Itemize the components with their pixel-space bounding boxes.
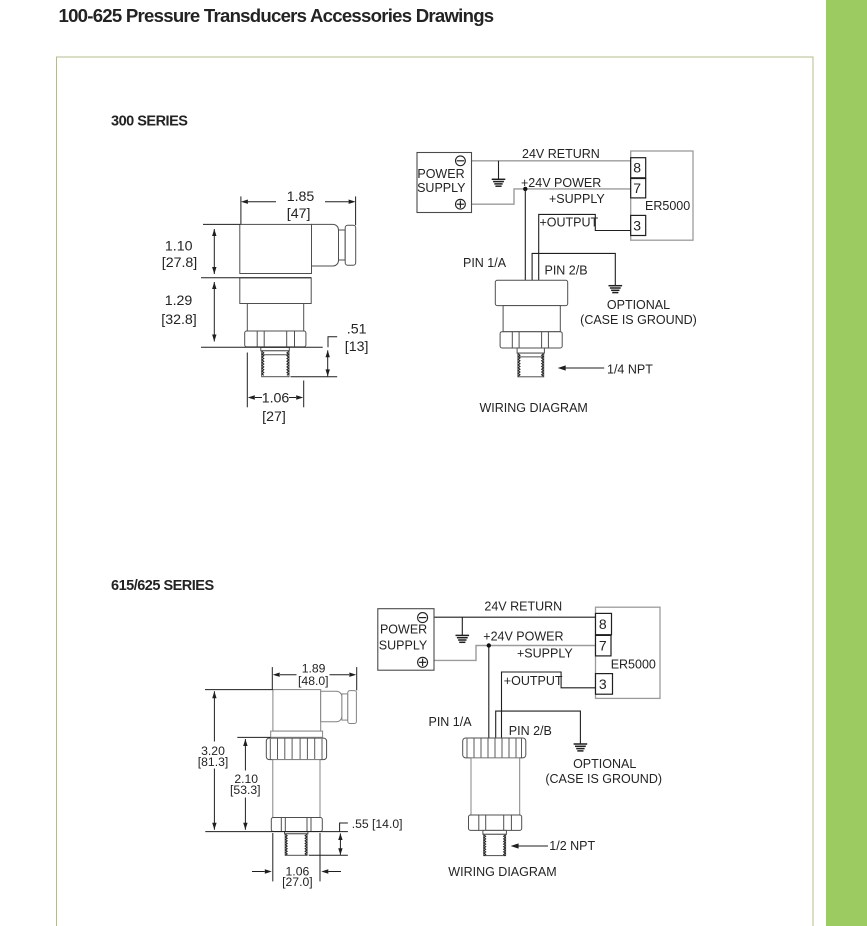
svg-text:PIN 1/A: PIN 1/A [429,715,473,729]
svg-text:+SUPPLY: +SUPPLY [517,646,573,660]
svg-text:[48.0]: [48.0] [298,674,329,688]
svg-text:[27.0]: [27.0] [282,875,313,889]
svg-text:1/2 NPT: 1/2 NPT [549,839,595,853]
svg-text:[13]: [13] [345,339,369,355]
svg-text:[32.8]: [32.8] [161,312,197,328]
svg-text:7: 7 [633,180,641,196]
svg-text:615/625 SERIES: 615/625 SERIES [111,578,214,594]
svg-text:1.10: 1.10 [165,238,193,254]
svg-text:SUPPLY: SUPPLY [417,181,466,195]
svg-text:100-625 Pressure Transducers A: 100-625 Pressure Transducers Accessories… [59,5,494,26]
svg-text:+SUPPLY: +SUPPLY [549,192,605,206]
svg-text:300 SERIES: 300 SERIES [111,113,188,129]
svg-text:2.10: 2.10 [234,772,258,786]
svg-text:1.06: 1.06 [286,864,310,878]
svg-text:ER5000: ER5000 [645,199,690,213]
svg-text:8: 8 [599,616,607,632]
svg-text:1/4 NPT: 1/4 NPT [607,362,653,376]
svg-text:(CASE IS GROUND): (CASE IS GROUND) [545,772,662,786]
svg-text:PIN 1/A: PIN 1/A [463,256,507,270]
svg-text:WIRING DIAGRAM: WIRING DIAGRAM [480,401,588,415]
svg-text:.51: .51 [347,322,367,338]
svg-text:OPTIONAL: OPTIONAL [607,298,670,312]
svg-text:1.89: 1.89 [302,661,326,675]
svg-text:1.85: 1.85 [287,189,315,205]
svg-text:.55 [14.0]: .55 [14.0] [352,817,403,831]
svg-text:3: 3 [633,217,641,233]
svg-text:[27]: [27] [262,409,286,425]
svg-text:SUPPLY: SUPPLY [379,639,428,653]
svg-text:[27.8]: [27.8] [162,255,198,271]
svg-text:[47]: [47] [287,206,311,222]
svg-text:POWER: POWER [380,622,427,636]
svg-text:+OUTPUT: +OUTPUT [504,674,563,688]
svg-text:1.06: 1.06 [262,390,290,406]
svg-text:8: 8 [633,160,641,176]
svg-text:(CASE IS GROUND): (CASE IS GROUND) [580,313,697,327]
svg-text:WIRING DIAGRAM: WIRING DIAGRAM [448,865,556,879]
svg-text:POWER: POWER [417,167,464,181]
svg-text:PIN 2/B: PIN 2/B [509,724,552,738]
svg-text:+24V POWER: +24V POWER [521,176,601,190]
svg-text:7: 7 [599,638,607,654]
svg-text:+OUTPUT: +OUTPUT [540,216,599,230]
svg-text:[53.3]: [53.3] [230,783,261,797]
svg-text:3: 3 [599,676,607,692]
svg-text:OPTIONAL: OPTIONAL [573,757,636,771]
svg-text:24V RETURN: 24V RETURN [522,147,600,161]
svg-text:PIN 2/B: PIN 2/B [545,264,588,278]
svg-text:ER5000: ER5000 [611,657,656,671]
svg-text:+24V POWER: +24V POWER [483,629,563,643]
svg-text:24V RETURN: 24V RETURN [484,600,562,614]
svg-text:1.29: 1.29 [165,293,193,309]
svg-text:[81.3]: [81.3] [198,755,229,769]
svg-text:3.20: 3.20 [201,744,225,758]
